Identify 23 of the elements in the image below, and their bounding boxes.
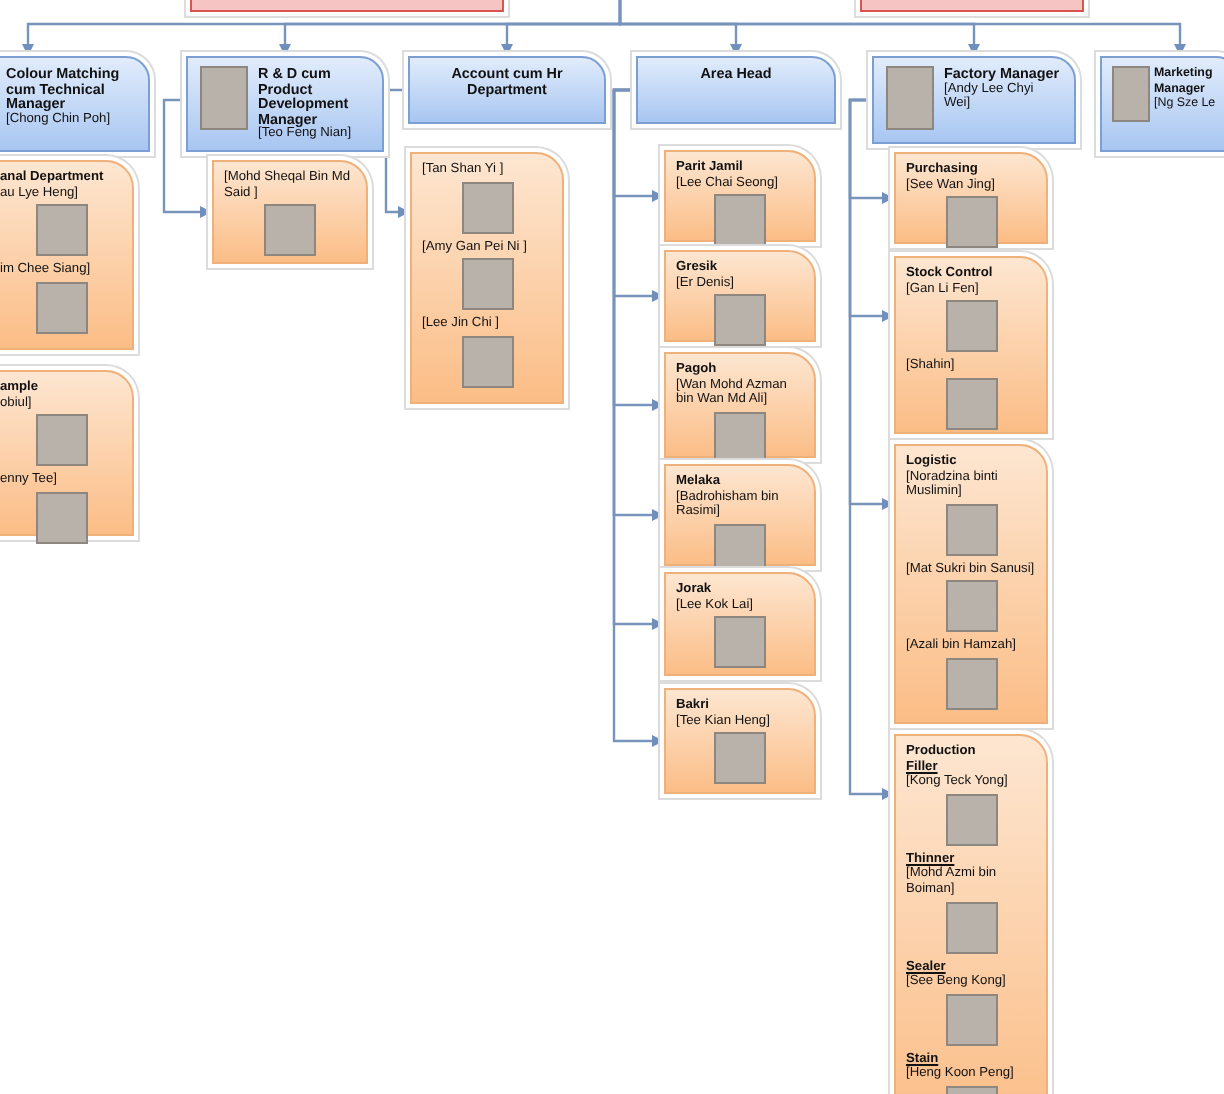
manager-box	[408, 56, 606, 124]
manager-box	[872, 56, 1076, 144]
staff-card	[0, 160, 134, 350]
connector-arrow	[612, 88, 664, 747]
staff-card	[664, 352, 816, 458]
connector-arrow	[162, 98, 212, 218]
staff-card	[410, 152, 564, 404]
staff-card	[894, 152, 1048, 244]
manager-box	[636, 56, 836, 124]
staff-card	[894, 256, 1048, 434]
staff-card	[894, 734, 1048, 1094]
manager-box	[1100, 56, 1224, 152]
staff-card	[894, 444, 1048, 724]
connector-arrow	[618, 0, 1186, 56]
staff-card	[664, 688, 816, 794]
staff-card	[664, 464, 816, 566]
connector-arrow	[848, 98, 894, 800]
staff-card	[664, 150, 816, 242]
staff-card	[664, 250, 816, 342]
manager-box	[0, 56, 150, 152]
staff-card	[212, 160, 368, 264]
manager-box	[186, 56, 384, 152]
staff-card	[664, 572, 816, 676]
